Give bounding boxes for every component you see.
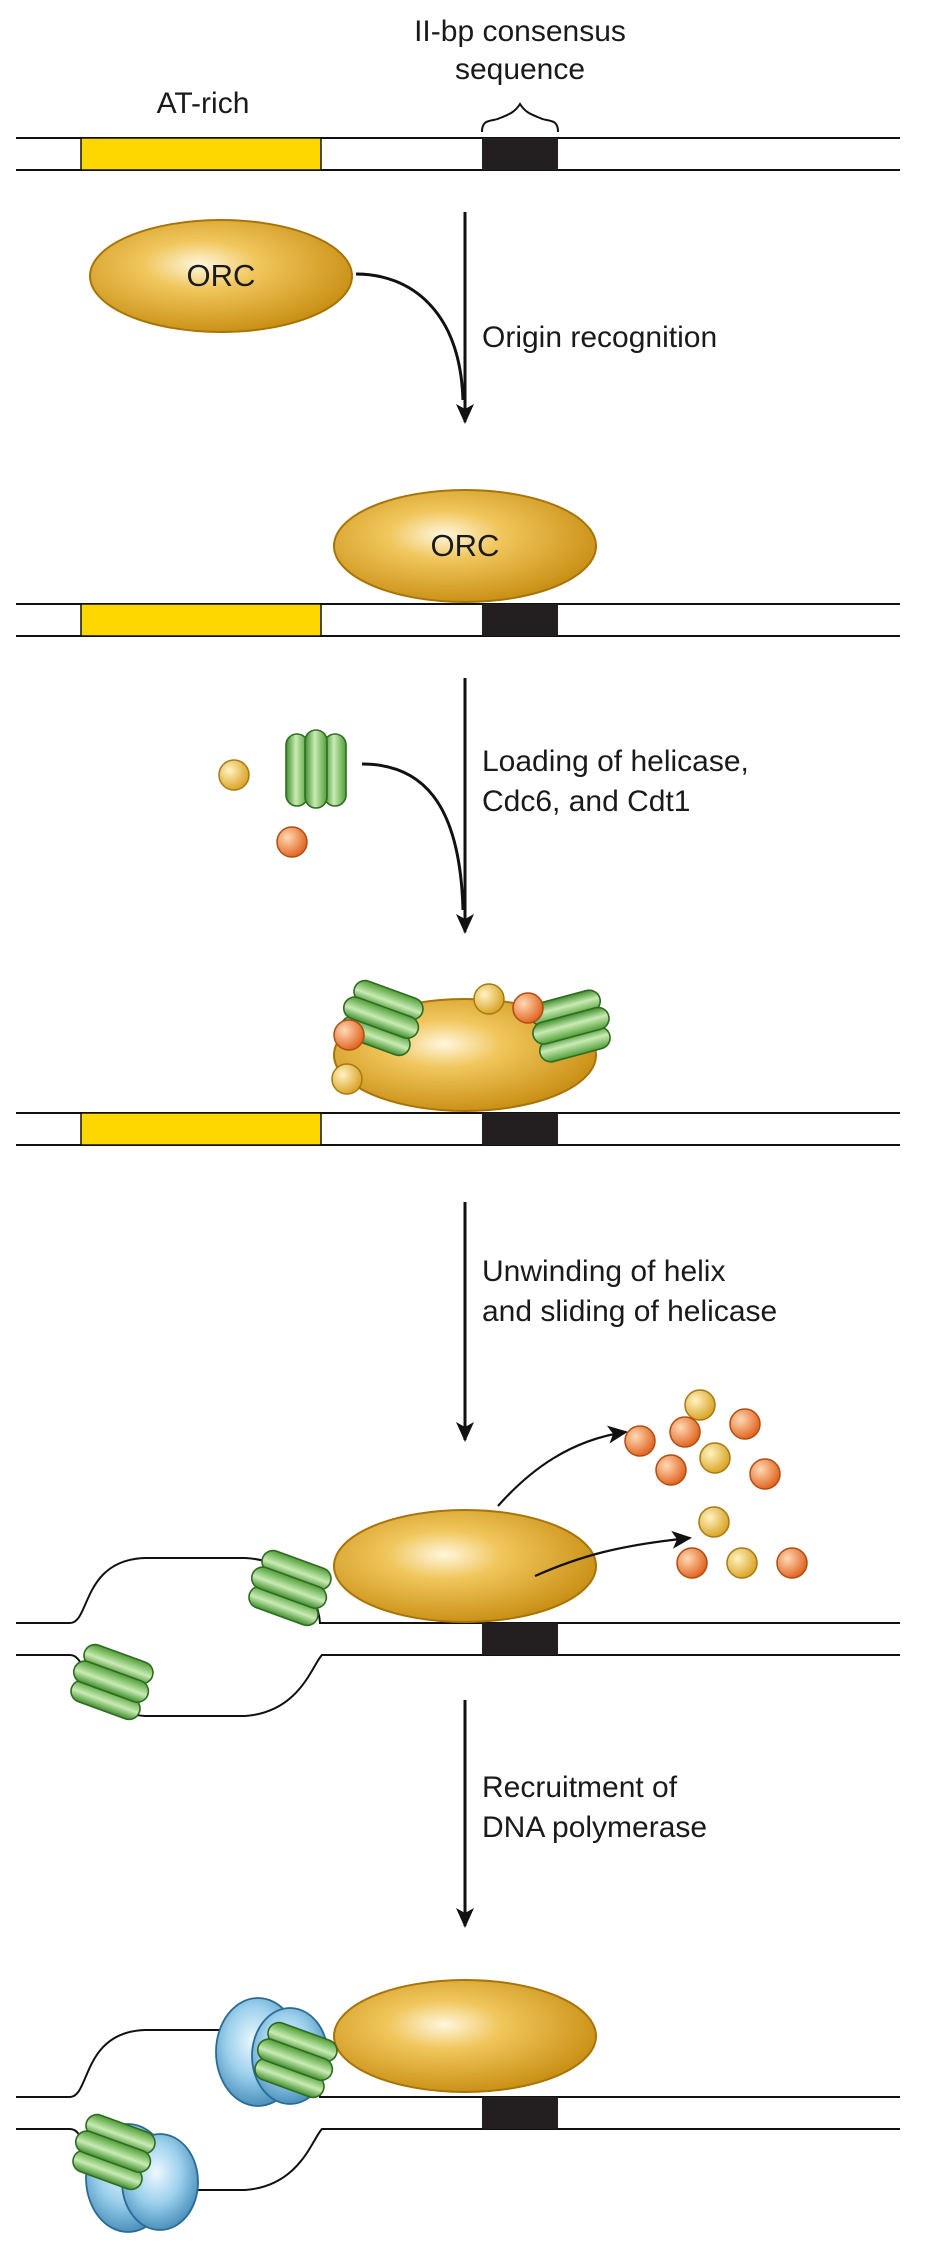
step-2-label-line2: Cdc6, and Cdt1 (482, 785, 691, 818)
released-factors-2 (676, 1506, 808, 1579)
consensus-sequence-block-5 (482, 2097, 558, 2129)
step-arrow-2 (361, 678, 474, 934)
cdt1-bound-left (333, 1019, 365, 1051)
helicase-sliding-bottom (63, 1639, 159, 1724)
cdc6-bound-top (473, 983, 505, 1015)
orc-unwinding (333, 1509, 597, 1623)
helicase-free (285, 729, 347, 809)
step-4-label-line2: DNA polymerase (482, 1811, 708, 1844)
cdt1-bound-right (512, 992, 544, 1024)
orc-label-free: ORC (186, 258, 256, 293)
released-factors-1 (624, 1389, 781, 1490)
release-arrow-bottom (534, 1530, 692, 1578)
consensus-label-line1: II-bp consensus (414, 15, 626, 48)
at-rich-label: AT-rich (156, 87, 250, 120)
step-4-label-line1: Recruitment of (482, 1771, 678, 1804)
dna-duplex-2 (16, 603, 900, 637)
step-3-label-line2: and sliding of helicase (482, 1295, 778, 1328)
step-1-label: Origin recognition (482, 321, 718, 354)
consensus-sequence-block (482, 138, 558, 170)
orc-free (89, 219, 353, 333)
orc-bound (333, 489, 597, 603)
step-arrow-1 (355, 212, 474, 424)
consensus-label-line2: sequence (454, 53, 586, 86)
at-rich-region (80, 137, 322, 171)
consensus-sequence-block-4 (482, 1623, 558, 1655)
consensus-brace (481, 102, 559, 133)
cdc6-free (218, 759, 250, 791)
step-3-label-line1: Unwinding of helix (482, 1255, 726, 1288)
dna-duplex-3 (16, 1112, 900, 1146)
orc-final (333, 1979, 597, 2093)
cdc6-bound-low (331, 1063, 363, 1095)
dna-duplex-1 (16, 137, 900, 171)
orc-label-bound: ORC (430, 528, 500, 563)
step-2-label-line1: Loading of helicase, (482, 745, 749, 778)
release-arrow-top (497, 1425, 628, 1507)
cdt1-free (276, 826, 308, 858)
